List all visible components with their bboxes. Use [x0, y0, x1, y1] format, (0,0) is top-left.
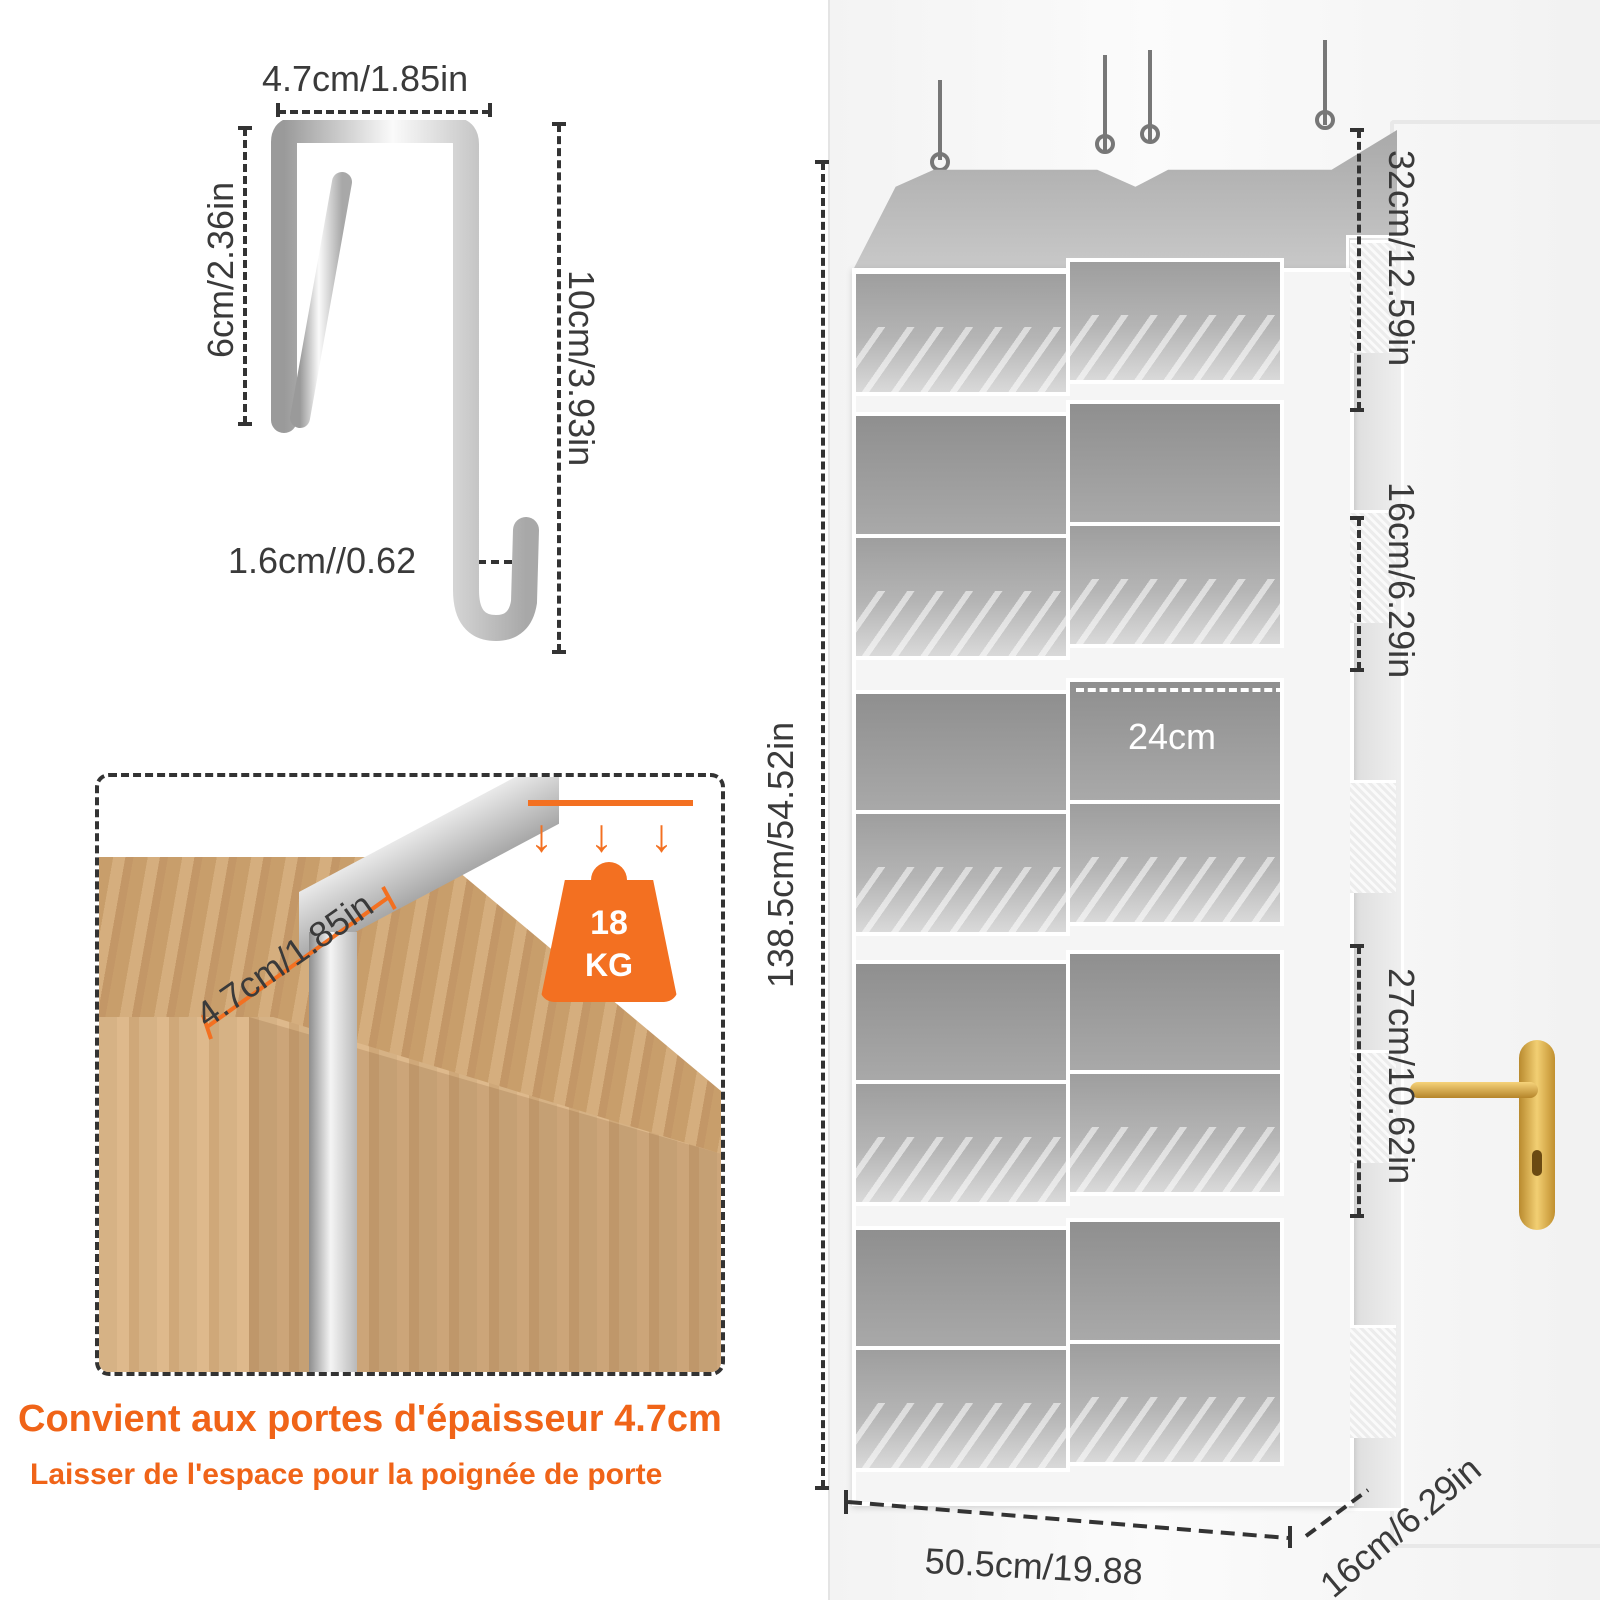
pocket-height-dimension-line [1357, 518, 1361, 670]
side-mesh-pocket [1350, 780, 1396, 893]
pocket [1066, 1070, 1284, 1196]
pocket [1066, 400, 1284, 526]
weight-value: 18 [590, 904, 628, 942]
organizer-height-label: 138.5cm/54.52in [760, 721, 801, 988]
door-thickness-dimension-line [201, 886, 397, 1040]
pocket [1066, 522, 1284, 648]
weight-unit: KG [585, 947, 633, 983]
metal-hook-icon [271, 120, 539, 642]
hook-width-dimension-line [278, 110, 490, 114]
side-mesh-pocket [1350, 1325, 1396, 1438]
organizer-depth-dimension-line [1304, 1488, 1370, 1538]
pocket [852, 1226, 1070, 1352]
pocket-width-label: 24cm [1128, 716, 1217, 757]
pocket [852, 534, 1070, 660]
hook-height-label: 10cm/3.93in [561, 270, 602, 467]
pocket [852, 960, 1070, 1086]
hook-short-leg-dimension-line [243, 128, 247, 424]
pocket [1066, 800, 1284, 926]
pocket [1066, 1340, 1284, 1466]
pocket [852, 810, 1070, 936]
door-handle-lever [1410, 1082, 1538, 1098]
hanging-straps [930, 40, 1335, 170]
down-arrow-icon: ↓ [530, 809, 553, 861]
hook-width-label: 4.7cm/1.85in [262, 58, 469, 99]
pocket [852, 690, 1070, 816]
weight-icon: 18 KG [540, 880, 678, 1002]
top-section-height-label: 32cm/12.59in [1381, 150, 1422, 367]
hook-short-leg-label: 6cm/2.36in [200, 181, 241, 358]
organizer-height-dimension-line [821, 162, 825, 1488]
pocket-width-dimension-line [1076, 688, 1284, 692]
hook-height-dimension-line [557, 124, 561, 652]
down-arrow-icon: ↓ [650, 809, 673, 861]
pocket [852, 1346, 1070, 1472]
pocket [1066, 950, 1284, 1076]
door-thickness-caption: Convient aux portes d'épaisseur 4.7cm [18, 1398, 722, 1440]
pocket [852, 1080, 1070, 1206]
bottom-section-dimension-line [1357, 946, 1361, 1216]
organizer-width-dimension-line [844, 1490, 1292, 1548]
hook-over-door-leg [309, 932, 357, 1372]
hook-gap-dimension-line [478, 560, 538, 564]
pocket [852, 270, 1070, 396]
hook-gap-label: 1.6cm//0.62 [228, 540, 417, 581]
handle-space-caption: Laisser de l'espace pour la poignée de p… [30, 1458, 663, 1491]
door-handle-plate [1519, 1040, 1555, 1230]
down-arrow-icon: ↓ [590, 809, 613, 861]
bottom-section-height-label: 27cm/10.62in [1381, 968, 1422, 1185]
door-thickness-detail-panel [95, 773, 725, 1376]
pocket [1066, 258, 1284, 384]
keyhole-icon [1532, 1150, 1542, 1176]
top-section-dimension-line [1357, 130, 1361, 410]
pocket-height-label: 16cm/6.29in [1381, 482, 1422, 679]
pocket [1066, 1218, 1284, 1344]
pocket [852, 412, 1070, 538]
